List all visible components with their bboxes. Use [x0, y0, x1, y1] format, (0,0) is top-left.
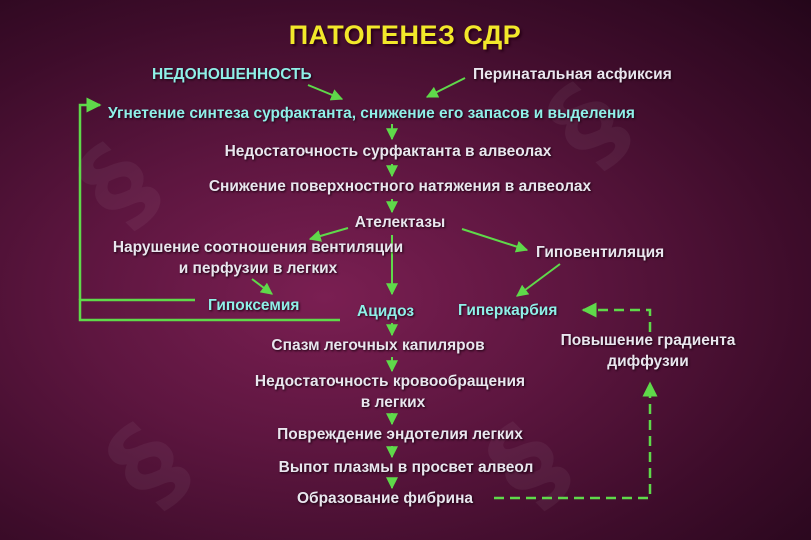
- node-hypoxemia: Гипоксемия: [208, 297, 300, 314]
- dashed-loop-bottom: [494, 381, 658, 500]
- node-circulation-line2: в легких: [360, 394, 426, 411]
- dashed-loop-top: [581, 302, 652, 332]
- arrow-hypovent-hypercarbia: [516, 263, 561, 297]
- node-surfactant-insufficiency: Недостаточность сурфактанта в алвеолах: [224, 143, 552, 160]
- node-vq-mismatch-line2: и перфузии в легких: [178, 260, 338, 277]
- diagram-title: ПАТОГЕНЕЗ СДР: [288, 20, 522, 50]
- node-hypercarbia: Гиперкарбия: [458, 302, 558, 319]
- node-hypoventilation: Гиповентиляция: [536, 244, 665, 261]
- node-atelectasis: Ателектазы: [354, 214, 446, 231]
- arrow-atelectasis-hypovent: [461, 228, 529, 253]
- node-plasma-effusion: Выпот плазмы в просвет алвеол: [278, 459, 534, 476]
- node-gradient-line2: диффузии: [607, 353, 689, 370]
- node-prematurity: НЕДОНОШЕННОСТЬ: [152, 66, 312, 83]
- arrow-prematurity: [307, 84, 344, 101]
- node-circulation-line1: Недостаточность кровообращения: [254, 373, 526, 390]
- feedback-loop-up: [78, 97, 102, 300]
- node-vq-mismatch-line1: Нарушение соотношения вентиляции: [112, 239, 404, 256]
- node-asphyxia: Перинатальная асфиксия: [473, 66, 672, 83]
- node-endothelium: Повреждение эндотелия легких: [277, 426, 523, 443]
- node-fibrin: Образование фибрина: [296, 490, 474, 507]
- node-gradient-line1: Повышение градиента: [560, 332, 736, 349]
- arrow-vq-hypoxemia: [251, 278, 273, 295]
- node-surfactant-inhibition: Угнетение синтеза сурфактанта, снижение …: [108, 105, 635, 122]
- node-capillary-spasm: Спазм легочных капиляров: [271, 337, 485, 354]
- node-surface-tension: Снижение поверхностного натяжения в алве…: [208, 178, 592, 195]
- arrow-asphyxia: [425, 77, 466, 98]
- arrow-atelectasis-vq: [308, 227, 349, 242]
- feedback-loop-left: [78, 298, 340, 322]
- node-acidosis: Ацидоз: [357, 303, 415, 320]
